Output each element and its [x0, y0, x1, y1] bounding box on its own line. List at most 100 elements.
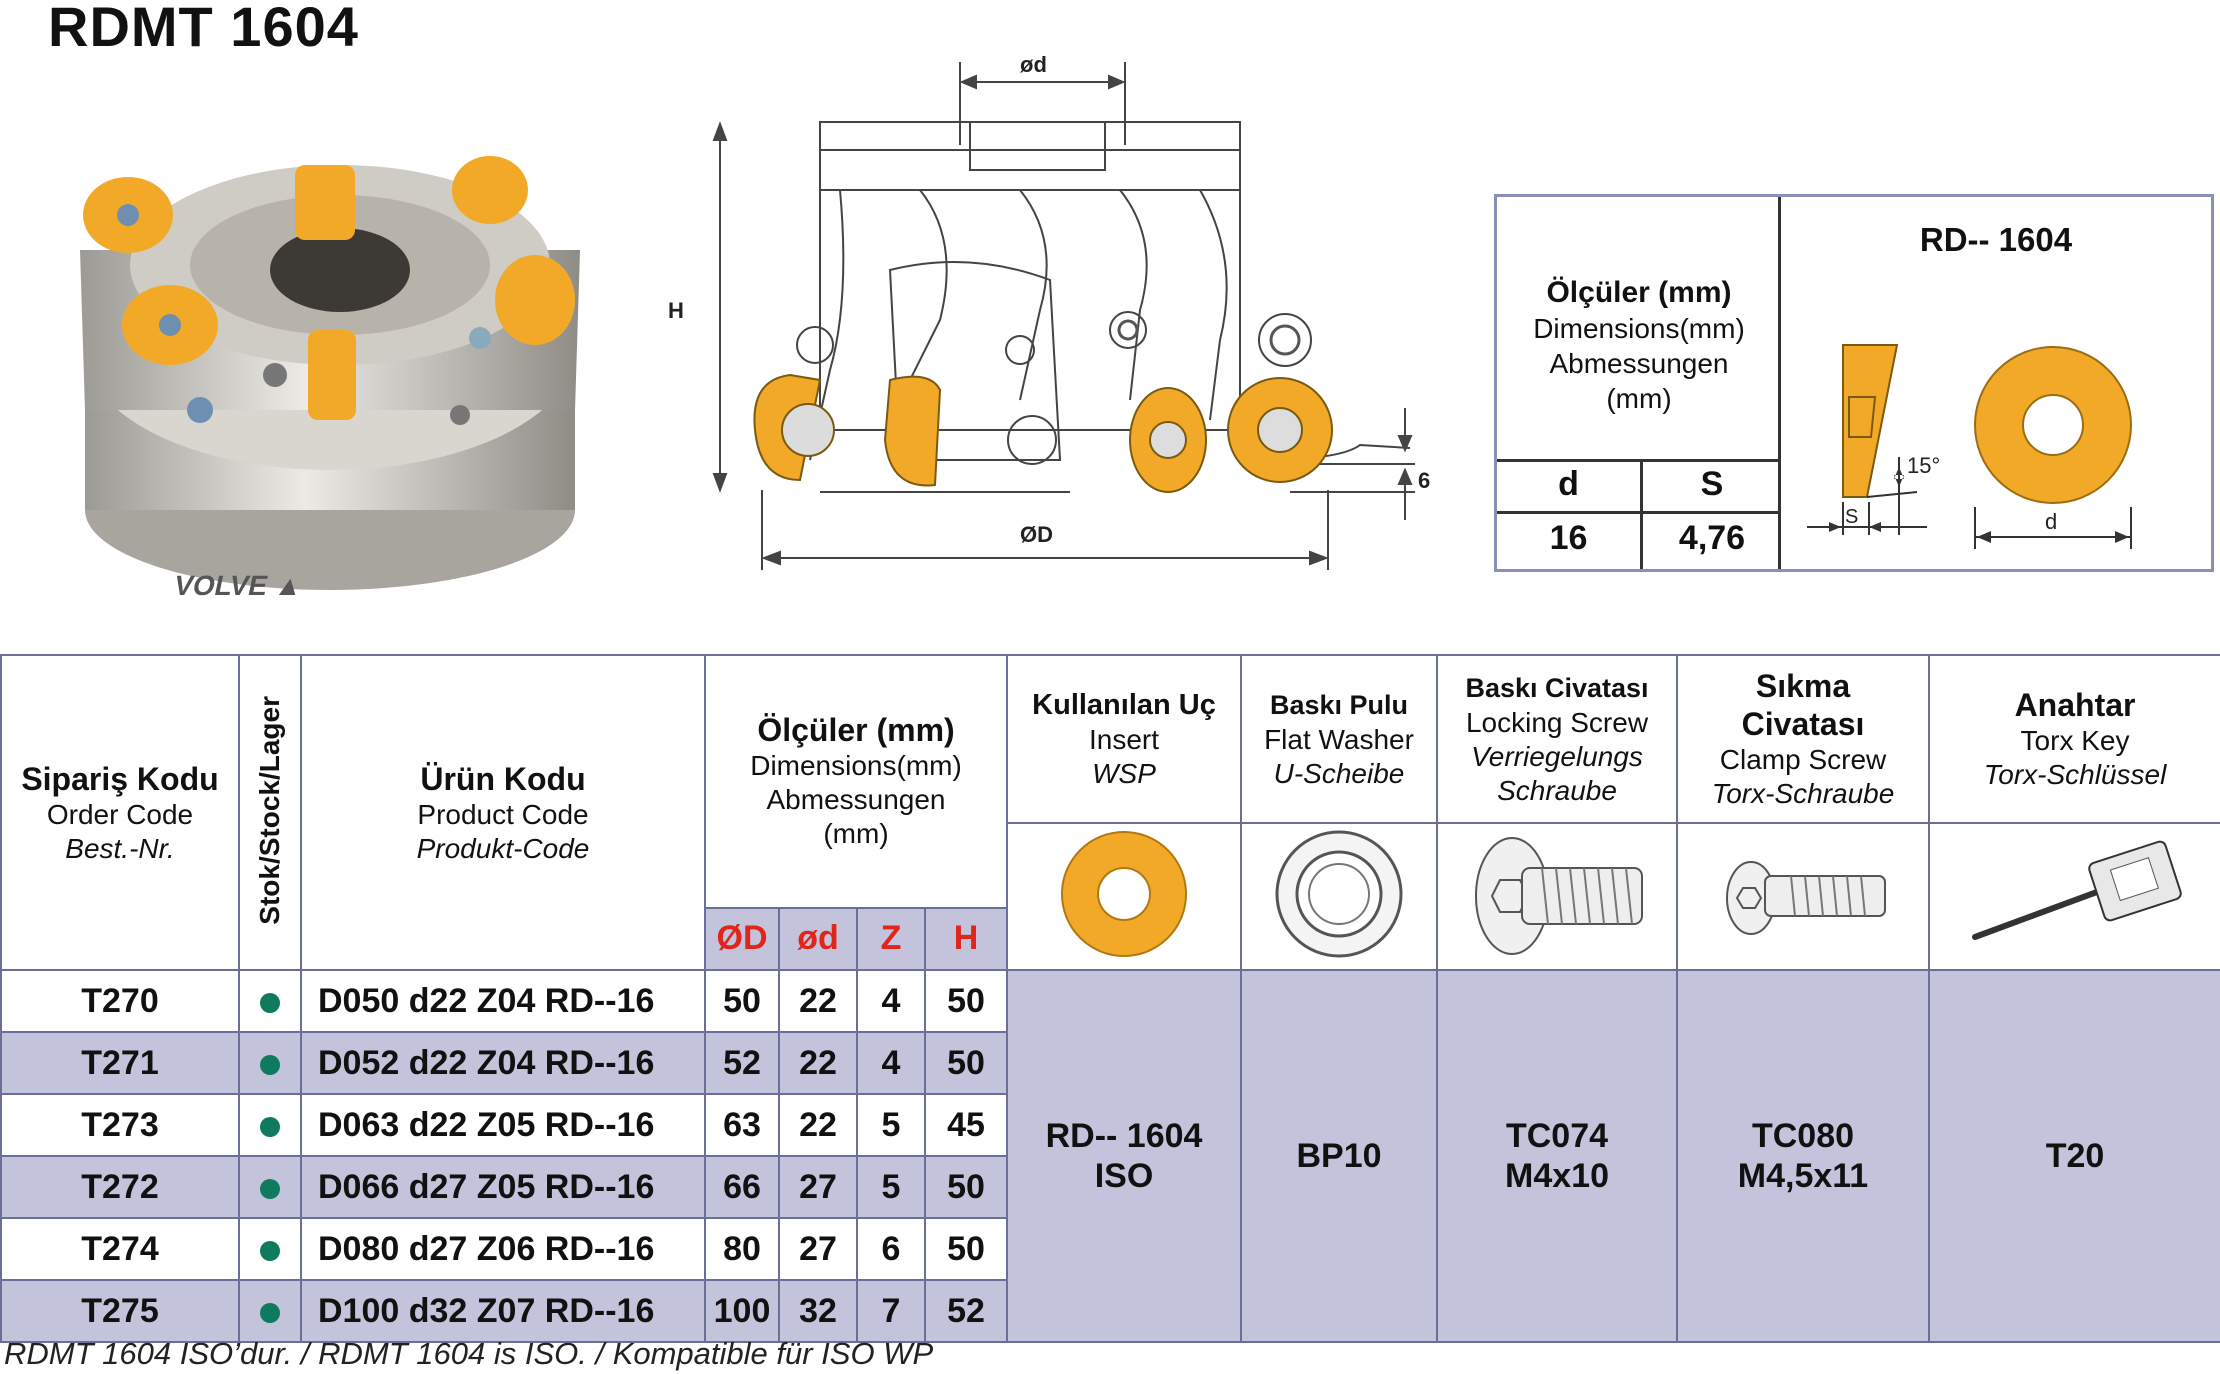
product-code-cell: D063 d22 Z05 RD--16 [300, 1093, 706, 1157]
bore-diameter-cell: 27 [778, 1155, 858, 1219]
in-stock-dot-icon [260, 992, 280, 1013]
dim-label-d: ød [1020, 52, 1047, 77]
insert-col-s: S [1700, 465, 1724, 503]
dimensions-en: Dimensions(mm) [750, 750, 962, 782]
header-insert: Kullanılan Uç Insert WSP [1006, 654, 1243, 824]
order-code-de: Best.-Nr. [65, 832, 175, 864]
locking-screw-icon [1475, 837, 1644, 955]
clamp-screw-en: Clamp Screw [1719, 744, 1887, 775]
torx-key-image-cell [1928, 822, 2220, 971]
insert-name: RD-- 1604 [1919, 221, 2073, 258]
torx-key-spec: T20 [2045, 1137, 2105, 1175]
clamp-screw-de: Torx-Schraube [1711, 778, 1895, 809]
insert-label-d: d [2045, 509, 2057, 534]
insert-image-cell [1006, 822, 1243, 971]
outer-diameter-cell: 52 [704, 1031, 780, 1095]
outer-diameter-cell: 80 [704, 1217, 780, 1281]
cutter-technical-drawing: ød H ØD 6 [668, 52, 1430, 570]
outer-diameter-cell: 63 [704, 1093, 780, 1157]
key-en: Torx Key [2020, 725, 2130, 756]
height-cell: 52 [923, 1279, 1009, 1343]
stock-cell [238, 1279, 302, 1343]
round-insert-icon [1061, 831, 1188, 957]
teeth-cell: 5 [856, 1093, 926, 1157]
clamp-screw-spec-line1: TC080 [1751, 1117, 1855, 1155]
clamp-screw-spec-cell: TC080 M4,5x11 [1676, 969, 1931, 1343]
locking-screw-image-cell [1436, 822, 1679, 971]
product-code-cell: D100 d32 Z07 RD--16 [300, 1279, 706, 1343]
washer-de: U-Scheibe [1273, 758, 1405, 789]
clamp-screw-spec-line2: M4,5x11 [1737, 1157, 1869, 1195]
dim-col-bore-diameter: ød [778, 906, 858, 972]
washer-image-cell [1240, 822, 1439, 971]
height-cell: 50 [923, 1031, 1009, 1095]
header-product-code: Ürün Kodu Product Code Produkt-Code [300, 654, 706, 971]
insert-spec-line2: ISO [1094, 1157, 1154, 1195]
clamp-screw-tr1: Sıkma [1755, 668, 1851, 704]
insert-val-d: 16 [1549, 519, 1588, 557]
insert-tr: Kullanılan Uç [1032, 689, 1216, 721]
order-code-en: Order Code [46, 798, 194, 830]
stock-cell [238, 969, 302, 1033]
outer-diameter-cell: 50 [704, 969, 780, 1033]
table-row: T272 D066 d27 Z05 RD--16 66 27 5 50 [0, 1155, 2220, 1219]
table-row: T273 D063 d22 Z05 RD--16 63 22 5 45 [0, 1093, 2220, 1157]
torx-key-icon [1972, 840, 2182, 940]
in-stock-dot-icon [260, 1116, 280, 1137]
product-code-cell: D066 d27 Z05 RD--16 [300, 1155, 706, 1219]
flat-washer-icon [1275, 830, 1403, 958]
insert-dimensions-box: Ölçüler (mm) Dimensions(mm) Abmessungen … [1494, 194, 2214, 572]
lock-screw-tr: Baskı Civatası [1465, 673, 1649, 703]
height-cell: 45 [923, 1093, 1009, 1157]
insert-col-d: d [1558, 465, 1579, 503]
header-locking-screw: Baskı Civatası Locking Screw Verriegelun… [1436, 654, 1679, 824]
lock-screw-spec-line1: TC074 [1505, 1117, 1609, 1155]
washer-spec-cell: BP10 [1240, 969, 1439, 1343]
dim-label-bigd: ØD [1020, 522, 1053, 547]
in-stock-dot-icon [260, 1240, 280, 1261]
height-cell: 50 [923, 1155, 1009, 1219]
dim-col-height: H [923, 906, 1009, 972]
bore-diameter-cell: 22 [778, 1031, 858, 1095]
table-row: T274 D080 d27 Z06 RD--16 80 27 6 50 [0, 1217, 2220, 1281]
teeth-cell: 4 [856, 969, 926, 1033]
header-dimensions: Ölçüler (mm) Dimensions(mm) Abmessungen … [703, 654, 1009, 909]
product-code-cell: D050 d22 Z04 RD--16 [300, 969, 706, 1033]
dim-col-outer-diameter: ØD [704, 906, 780, 972]
product-code-en: Product Code [417, 798, 589, 830]
dim-label-6: 6 [1418, 468, 1430, 493]
teeth-cell: 6 [856, 1217, 926, 1281]
table-row: T275 D100 d32 Z07 RD--16 100 32 7 52 [0, 1279, 2220, 1343]
in-stock-dot-icon [260, 1302, 280, 1323]
torx-key-spec-cell: T20 [1928, 969, 2220, 1343]
outer-diameter-cell: 100 [704, 1279, 780, 1343]
stock-label: Stok/Stock/Lager [254, 695, 285, 925]
stock-cell [238, 1217, 302, 1281]
stock-cell [238, 1093, 302, 1157]
insert-label-s: S [1845, 506, 1858, 528]
compatibility-note: RDMT 1604 ISO’dur. / RDMT 1604 is ISO. /… [4, 1336, 934, 1371]
washer-tr: Baskı Pulu [1269, 690, 1409, 720]
order-code-cell: T270 [0, 969, 240, 1033]
insert-val-s: 4,76 [1678, 519, 1746, 557]
page-title: RDMT 1604 [48, 0, 359, 58]
insert-dims-column: Ölçüler (mm) Dimensions(mm) Abmessungen … [1497, 197, 1781, 569]
header-clamp-screw: Sıkma Civatası Clamp Screw Torx-Schraube [1676, 654, 1931, 824]
in-stock-dot-icon [260, 1178, 280, 1199]
table-row: T271 D052 d22 Z04 RD--16 52 22 4 50 [0, 1031, 2220, 1095]
dim-col-teeth: Z [856, 906, 926, 972]
header-washer: Baskı Pulu Flat Washer U-Scheibe [1240, 654, 1439, 824]
lock-screw-de1: Verriegelungs [1471, 741, 1643, 772]
key-de: Torx-Schlüssel [1983, 759, 2167, 790]
header-torx-key: Anahtar Torx Key Torx-Schlüssel [1928, 654, 2220, 824]
milling-cutter-photo: VOLVE ▲ [80, 156, 580, 601]
header-stock: Stok/Stock/Lager [238, 654, 302, 971]
order-code-cell: T274 [0, 1217, 240, 1281]
dimensions-tr: Ölçüler (mm) [757, 712, 955, 749]
bore-diameter-cell: 22 [778, 969, 858, 1033]
order-code-cell: T272 [0, 1155, 240, 1219]
bore-diameter-cell: 32 [778, 1279, 858, 1343]
dimensions-de: Abmessungen [766, 784, 946, 816]
order-code-cell: T271 [0, 1031, 240, 1095]
order-code-cell: T273 [0, 1093, 240, 1157]
